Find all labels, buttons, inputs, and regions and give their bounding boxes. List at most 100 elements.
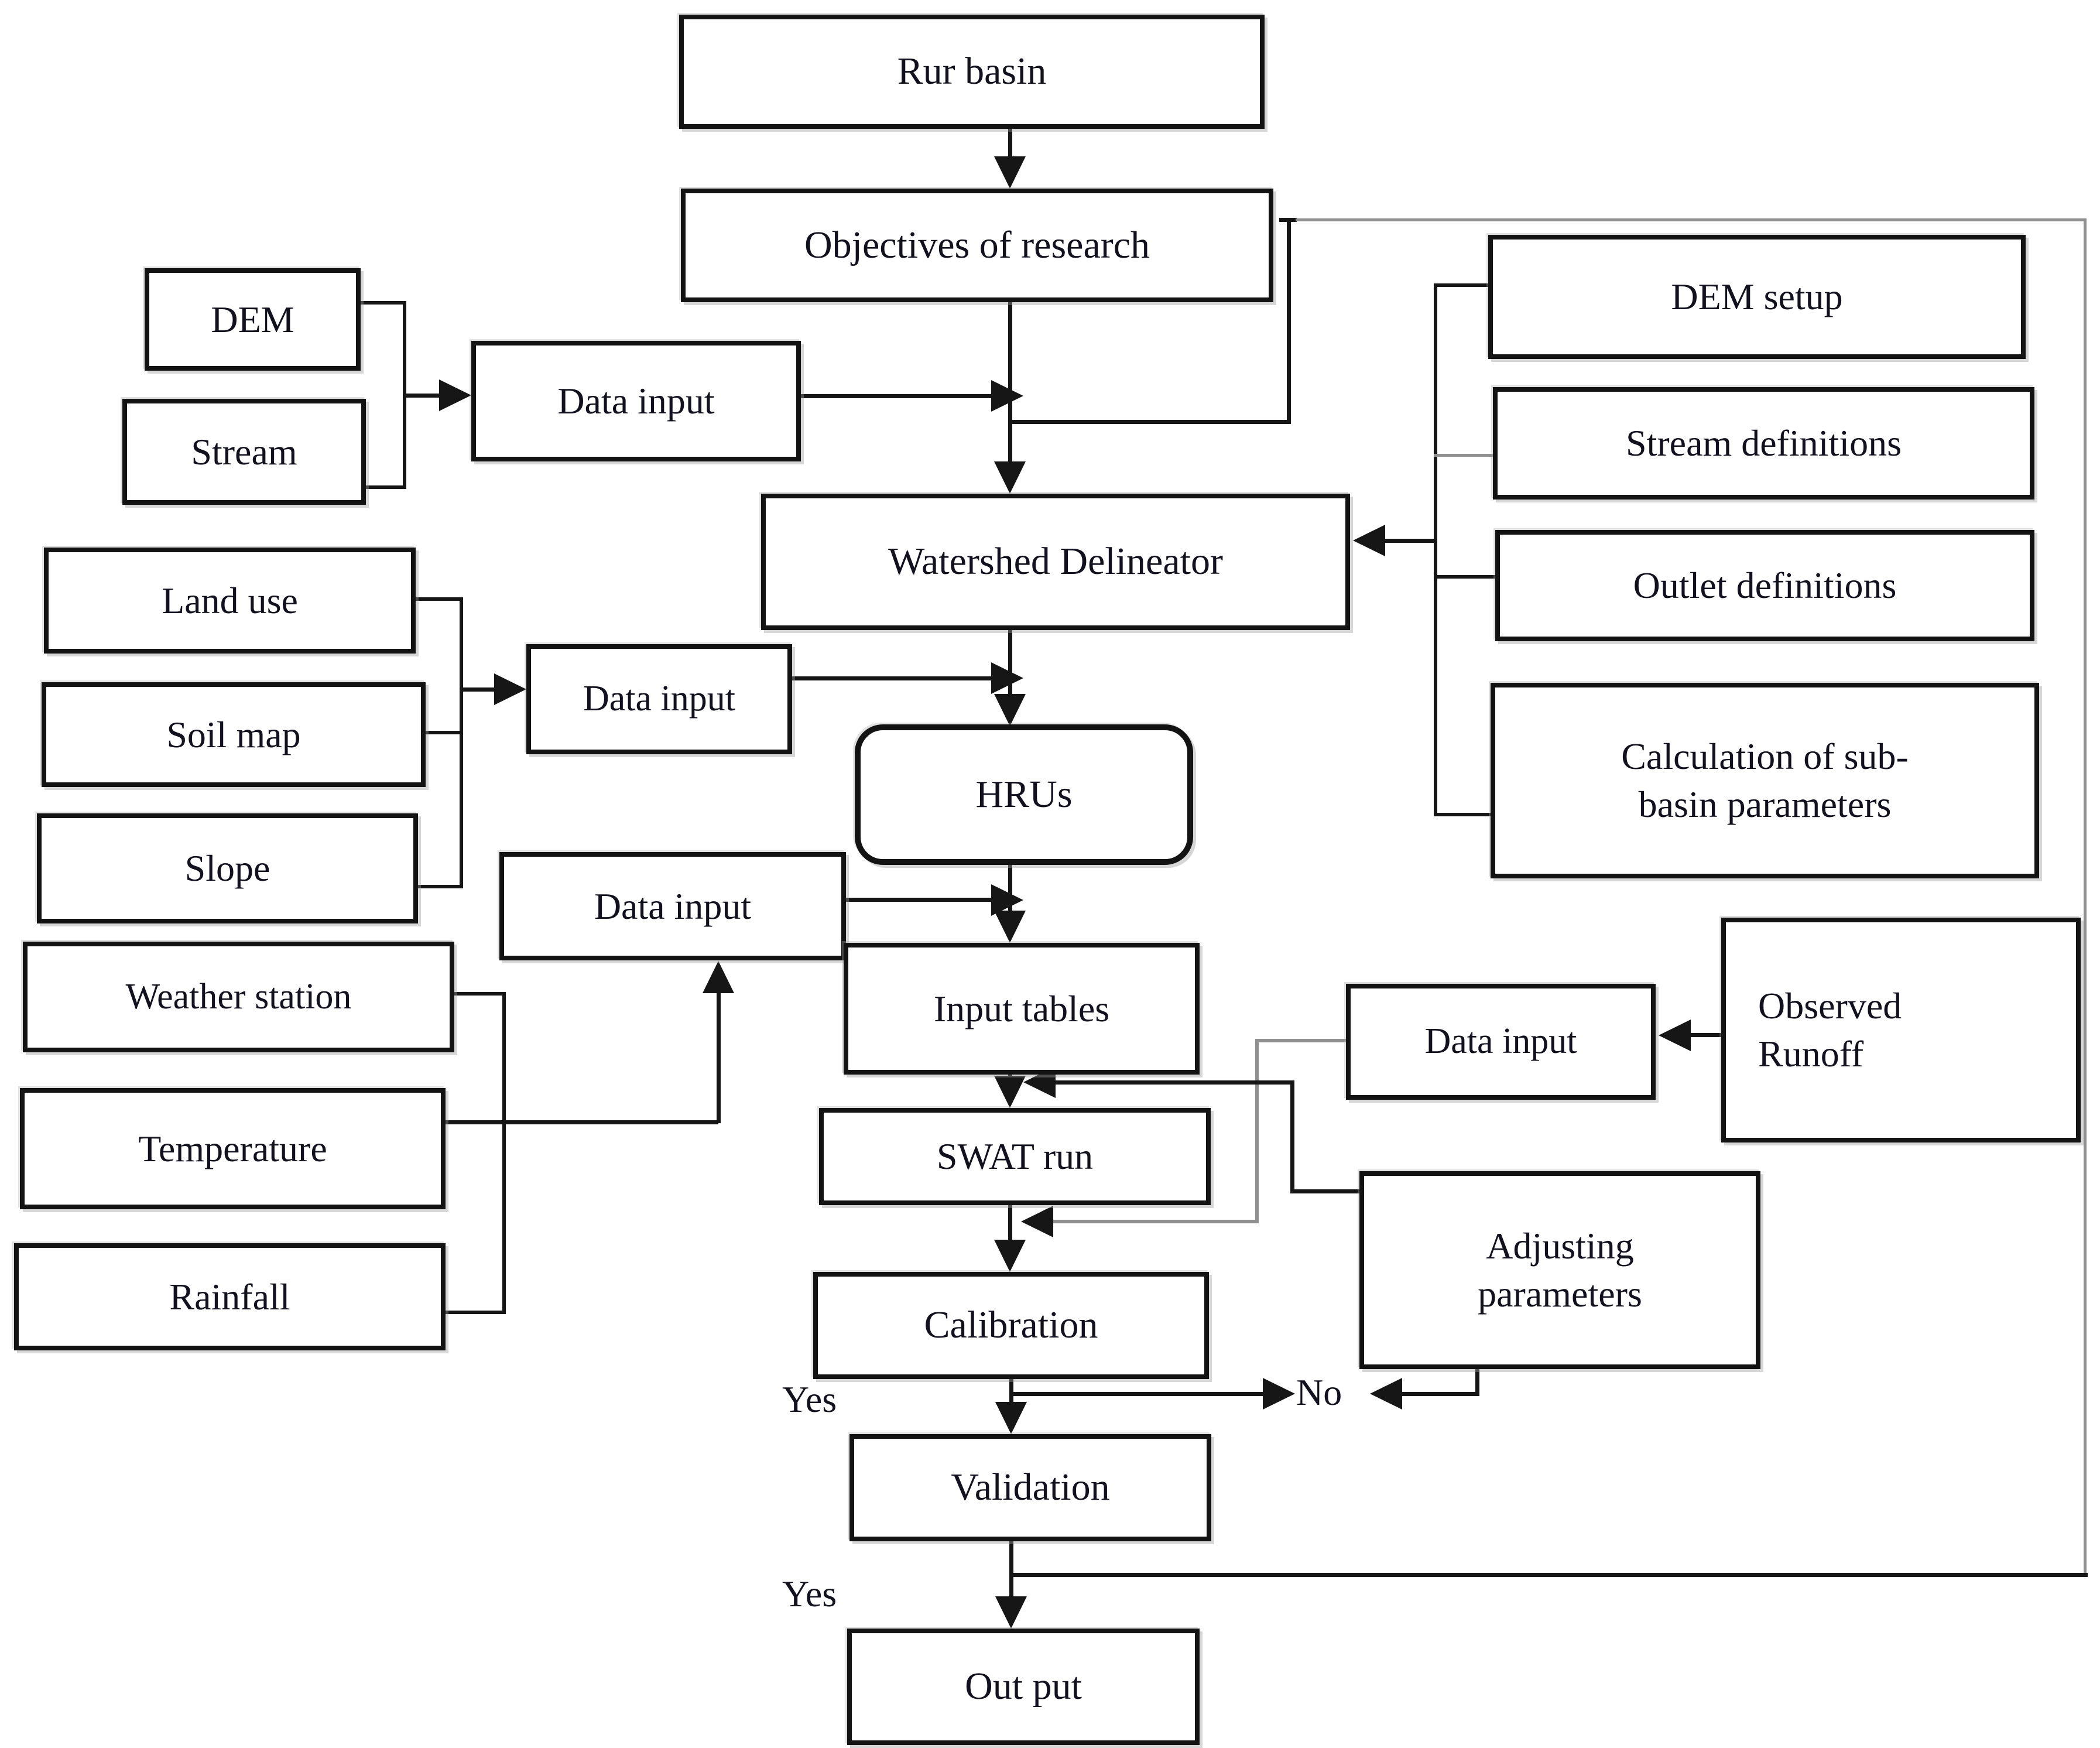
edge-line-22 [446,1120,718,1124]
node-swat-run: SWAT run [819,1108,1211,1205]
node-slope: Slope [37,813,418,923]
arrowhead-left-18 [1370,1378,1402,1410]
node-outlet-definitions: Outlet definitions [1495,530,2034,641]
node-stream-definitions: Stream definitions [1493,387,2034,500]
arrowhead-down-7 [995,1596,1027,1629]
edge-line-33 [1402,1392,1478,1396]
node-rainfall: Rainfall [14,1243,446,1350]
edge-line-17 [460,687,496,692]
edge-line-18 [792,676,991,680]
node-dem: DEM [145,268,361,371]
node-label-objectives: Objectives of research [804,223,1150,266]
arrowhead-right-12 [991,662,1023,694]
arrowhead-left-17 [1021,1206,1053,1237]
edge-line-21 [502,992,506,1314]
edge-line-23 [717,993,721,1123]
node-input-tables: Input tables [844,943,1200,1075]
edge-line-28 [1051,1220,1257,1223]
edge-line-41 [1434,283,1437,816]
arrowhead-down-0 [994,156,1026,189]
arrowhead-up-8 [703,961,734,993]
edge-line-32 [1011,1392,1264,1396]
node-label-slope: Slope [184,847,270,890]
node-data-input-4: Data input [1346,984,1656,1100]
node-label-rainfall: Rainfall [169,1275,290,1318]
node-observed-runoff: Observed Runoff [1721,918,2081,1142]
edge-line-15 [418,885,461,888]
edge-label-yes-1: Yes [782,1378,837,1420]
edge-line-5 [1008,1205,1012,1247]
arrowhead-right-11 [991,380,1023,412]
node-label-dem-setup: DEM setup [1671,276,1843,318]
node-adjusting-parameters: Adjusting parameters [1359,1171,1760,1369]
node-label-weather-station: Weather station [125,976,352,1017]
node-label-data-input-2: Data input [583,679,735,719]
node-label-data-input-1: Data input [557,380,715,422]
edge-line-39 [1287,218,1291,424]
arrowhead-down-3 [994,911,1026,943]
node-label-watershed-delineator: Watershed Delineator [888,540,1223,583]
arrowhead-down-6 [995,1402,1027,1434]
arrowhead-down-2 [994,694,1026,726]
arrowhead-down-4 [994,1076,1026,1108]
node-data-input-1: Data input [471,341,801,461]
node-calibration: Calibration [813,1272,1209,1379]
arrowhead-down-1 [994,461,1026,494]
arrowhead-left-15 [1659,1020,1691,1051]
node-label-dem: DEM [211,298,294,340]
node-label-soil-map: Soil map [166,713,301,755]
node-label-data-input-4: Data input [1424,1021,1577,1062]
node-label-outlet-definitions: Outlet definitions [1633,565,1897,607]
edge-label-no: No [1296,1371,1342,1413]
node-objectives: Objectives of research [681,189,1273,302]
node-label-observed-runoff: Observed Runoff [1758,985,1902,1075]
edge-line-46 [1385,539,1436,543]
node-data-input-2: Data input [526,644,792,754]
edge-line-9 [366,485,405,489]
edge-line-40 [1012,420,1287,424]
edge-line-31 [1051,1080,1292,1085]
node-out-put: Out put [847,1629,1200,1745]
node-label-calibration: Calibration [924,1304,1098,1347]
node-label-land-use: Land use [162,579,298,621]
arrowhead-down-5 [994,1240,1026,1272]
edge-line-36 [1296,218,2087,221]
edge-line-16 [460,597,463,888]
node-label-temperature: Temperature [138,1127,327,1169]
edge-line-24 [846,898,991,902]
edge-line-38 [1013,1573,2088,1577]
edge-line-45 [1434,813,1491,816]
node-soil-map: Soil map [42,682,426,787]
edge-line-12 [801,394,991,398]
node-rur-basin: Rur basin [679,15,1265,129]
edge-line-8 [361,301,405,305]
arrowhead-right-13 [991,884,1023,916]
edge-line-7 [1009,1541,1013,1606]
node-label-validation: Validation [951,1466,1110,1509]
node-label-out-put: Out put [965,1665,1082,1708]
node-dem-setup: DEM setup [1488,235,2026,359]
edge-line-19 [454,992,502,996]
node-label-stream-definitions: Stream definitions [1625,422,1902,464]
node-stream: Stream [122,399,366,505]
node-label-rur-basin: Rur basin [897,50,1047,93]
edge-line-27 [1255,1039,1259,1223]
node-label-swat-run: SWAT run [936,1135,1094,1178]
arrowhead-right-10 [494,673,526,705]
node-label-input-tables: Input tables [933,987,1110,1029]
node-data-input-3: Data input [499,852,846,960]
edge-line-20 [446,1311,502,1314]
arrowhead-right-9 [439,379,471,411]
node-label-hrus: HRUs [975,772,1073,816]
node-label-adjusting-parameters: Adjusting parameters [1478,1225,1642,1315]
node-validation: Validation [849,1434,1211,1541]
edge-line-43 [1434,454,1493,457]
edge-line-44 [1434,575,1495,579]
node-watershed-delineator: Watershed Delineator [761,494,1350,630]
edge-line-11 [403,394,441,398]
node-label-stream: Stream [191,430,297,473]
node-land-use: Land use [44,548,416,654]
edge-line-14 [426,731,461,734]
node-weather-station: Weather station [23,942,454,1052]
